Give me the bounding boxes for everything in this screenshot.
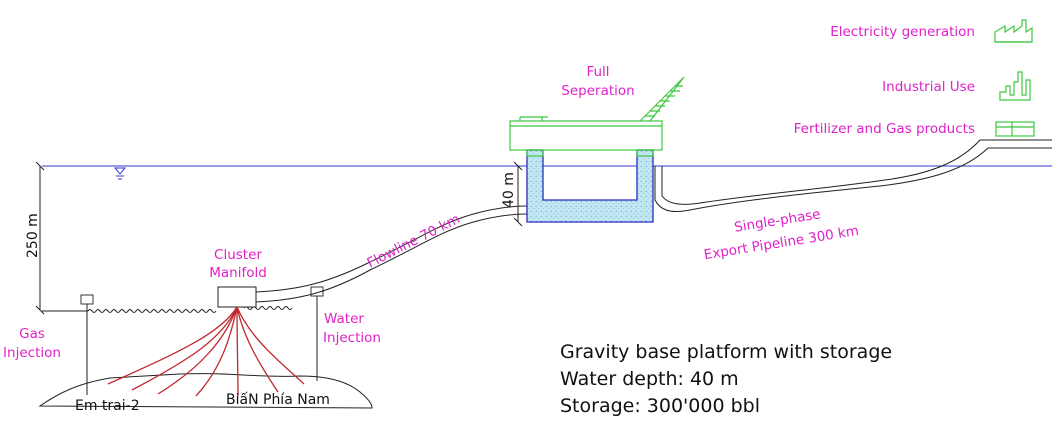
gravity-base-storage [526, 149, 654, 223]
gas-injection-well [80, 294, 94, 395]
export-pipeline-label-line2: Export Pipeline 300 km [703, 223, 860, 263]
crane-icon [639, 76, 685, 122]
depth-250-label: 250 m [25, 213, 41, 258]
depth-dimension-40 [513, 161, 523, 227]
flowline [255, 205, 528, 303]
water-level-icon [113, 167, 127, 180]
production-wells [107, 306, 305, 397]
product-label-industrial: Industrial Use [882, 79, 975, 95]
water-injection-label-line1: Water [324, 311, 364, 327]
info-line-storage: Storage: 300'000 bbl [560, 395, 760, 417]
cluster-manifold-label-line2: Manifold [209, 265, 267, 281]
info-line-water-depth: Water depth: 40 m [560, 368, 739, 390]
product-label-electricity: Electricity generation [830, 24, 975, 40]
full-separation-label-line2: Seperation [561, 83, 634, 99]
gas-injection-label-line2: Injection [3, 345, 61, 361]
field-name-left: Em trai-2 [75, 398, 140, 414]
depth-40-label: 40 m [501, 172, 517, 208]
water-injection-label-line2: Injection [323, 330, 381, 346]
cluster-manifold-label-line1: Cluster [214, 247, 262, 263]
product-label-fertilizer: Fertilizer and Gas products [794, 121, 975, 137]
industrial-plant-icon [999, 71, 1031, 101]
export-pipeline [654, 139, 1052, 213]
depth-dimension-250 [35, 161, 45, 315]
full-separation-label-line1: Full [586, 64, 609, 80]
water-injection-well [310, 286, 324, 381]
cluster-manifold [217, 286, 257, 308]
seabed [42, 306, 293, 313]
field-name-right: BiấN Phía Nam [226, 392, 330, 408]
storage-tank-icon [995, 121, 1035, 137]
factory-icon [994, 19, 1033, 43]
flowline-label: Flowline 70 km [365, 211, 463, 272]
info-line-platform: Gravity base platform with storage [560, 341, 892, 363]
platform-topsides [509, 116, 663, 157]
gas-injection-label-line1: Gas [19, 326, 45, 342]
